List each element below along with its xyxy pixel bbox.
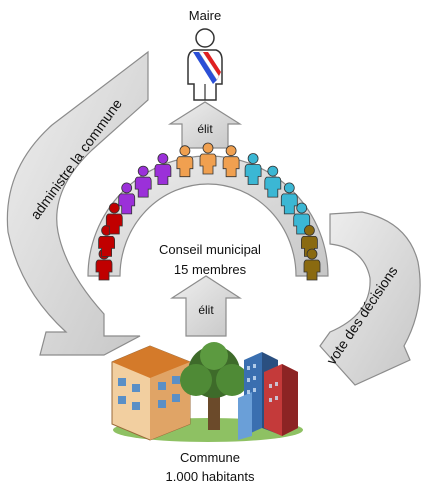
votes-arrow — [319, 211, 421, 386]
council-member-10 — [244, 153, 262, 185]
mayor-sash-blue — [193, 52, 217, 84]
council-member-11 — [264, 165, 282, 198]
elect-arrow-top — [167, 101, 243, 149]
tree — [180, 342, 248, 430]
council-member-7 — [176, 145, 194, 178]
council-member-5 — [134, 165, 152, 198]
commune-population: 1.000 habitants — [165, 469, 255, 484]
administers-arrow — [6, 50, 149, 356]
council-members: 15 membres — [173, 262, 247, 277]
elect-label-bottom: élit — [198, 303, 214, 317]
mayor-head — [195, 28, 215, 48]
council-member-4 — [118, 182, 136, 215]
council-title: Conseil municipal — [159, 242, 261, 257]
council-member-6 — [154, 153, 172, 185]
commune-illustration — [111, 342, 303, 442]
apartment-building — [111, 345, 191, 441]
elect-arrow-bottom — [169, 275, 243, 337]
mayor-figure — [187, 28, 223, 101]
council-member-3 — [105, 202, 123, 235]
mayor-sash-red — [203, 52, 221, 76]
council-member-9 — [222, 145, 240, 178]
commune-title: Commune — [180, 450, 240, 465]
elect-label-top: élit — [197, 122, 213, 136]
council-member-12 — [280, 182, 298, 215]
mayor-label: Maire — [188, 8, 222, 23]
skyscrapers — [238, 352, 298, 440]
council-member-8 — [199, 142, 217, 175]
council-member-15 — [303, 248, 321, 281]
council-seats — [95, 142, 321, 281]
